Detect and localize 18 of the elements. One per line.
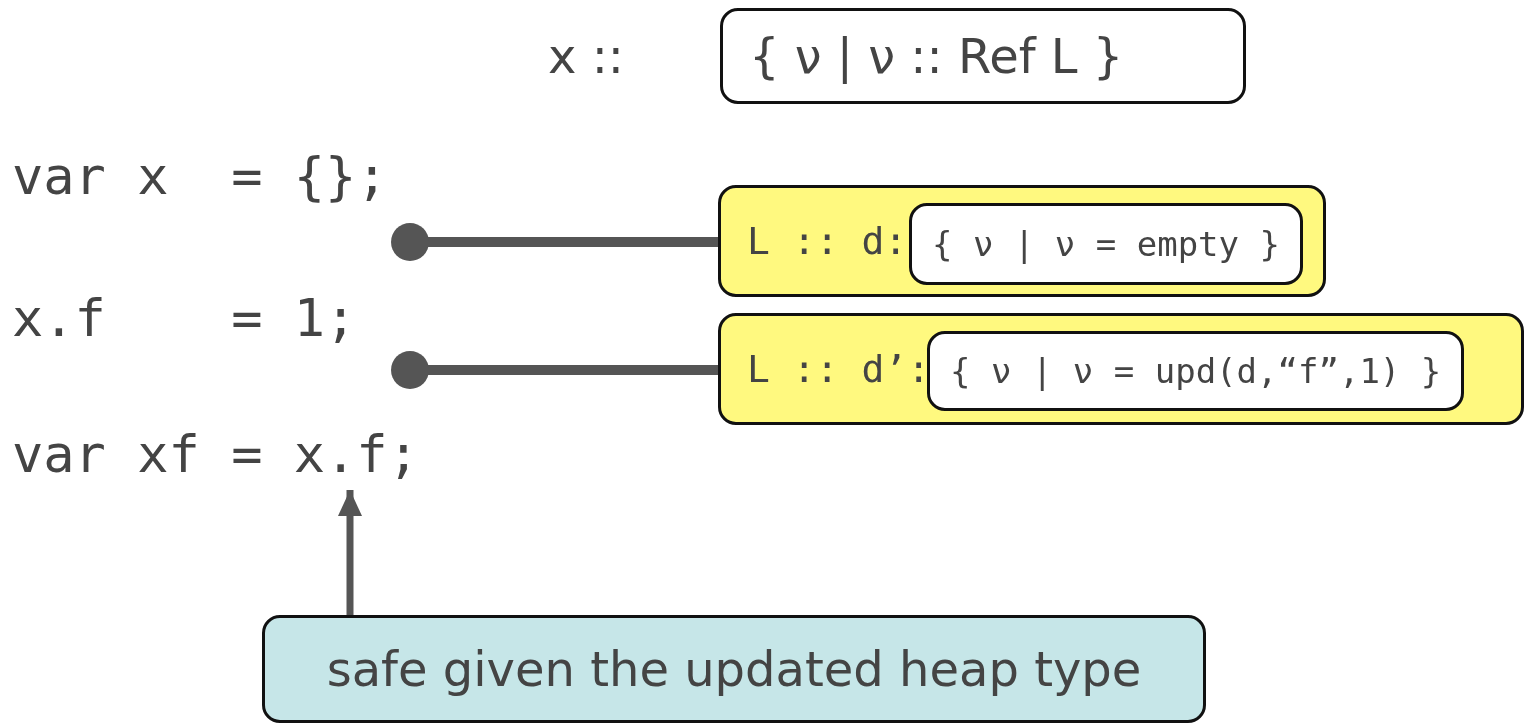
leader-line — [391, 351, 718, 389]
type-box — [720, 8, 1246, 104]
location-label: L :: d’: — [747, 347, 931, 391]
refinement-type-box — [909, 203, 1303, 285]
type-text: { ν | ν = upd(d,“f”,1) } — [950, 351, 1442, 391]
refinement-type-box — [927, 331, 1465, 411]
callout-text: safe given the updated heap type — [326, 641, 1142, 697]
type-annotation: x :: — [548, 28, 624, 84]
annotation-box — [718, 185, 1326, 297]
annotation-box — [718, 313, 1524, 425]
type-text: { ν | ν :: Ref L } — [749, 28, 1124, 84]
code-text: x.f = 1; — [12, 288, 357, 348]
code-text: var x = {}; — [12, 146, 388, 206]
code-text: var xf = x.f; — [12, 424, 419, 484]
type-text: { ν | ν = empty } — [932, 224, 1280, 264]
location-label: L :: d: — [747, 219, 908, 263]
callout-box — [262, 615, 1206, 723]
leader-line — [391, 223, 718, 261]
